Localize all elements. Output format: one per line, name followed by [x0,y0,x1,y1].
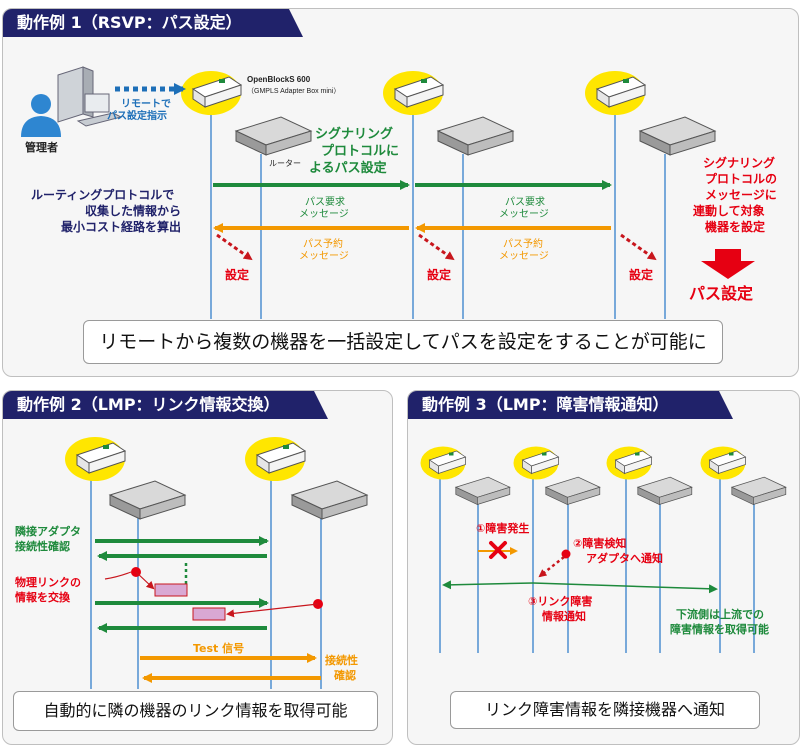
setting-label-1: 設定 [225,267,249,282]
panel3-title: 動作例 3（LMP：障害情報通知） [408,391,733,419]
reserve-line-1b: パス予約 [503,237,543,250]
router-icon [108,480,187,520]
timeline-lines [210,104,666,319]
adapter-box-icon [245,437,307,481]
router-icon [730,476,787,506]
router-icon [454,476,511,506]
router-icon [638,116,717,156]
setting-label-2: 設定 [427,267,451,282]
panel2-title: 動作例 2（LMP：リンク情報交換） [3,391,328,419]
right-note-line-5: 機器を設定 [705,219,765,234]
admin-label: 管理者 [25,140,58,154]
adapter-box-icon [181,71,243,115]
router-label: ルーター [269,159,301,168]
router-icon [290,480,369,520]
adapter-box-icon [585,71,647,115]
right-note-line-1: シグナリング [703,155,775,170]
computer-icon [57,66,123,127]
downstream-line-2: 障害情報を取得可能 [670,622,769,636]
step3-line-1: ③リンク障害 [528,594,592,608]
right-note-line-3: メッセージに [705,188,777,202]
physical-line-1: 物理リンクの [15,575,81,589]
device-subname: （GMPLS Adapter Box mini） [247,87,340,95]
request-line-1b: パス要求 [505,196,545,208]
adapter-box-icon [700,446,747,480]
adapter-box-icon [513,446,560,480]
reserve-line-2: メッセージ [299,250,349,262]
path-setting-label: パス設定 [689,284,753,303]
step1-label: ①障害発生 [476,521,529,535]
user-icon [21,94,61,137]
panel3-diagram: ①障害発生 ②障害検知 アダプタへ通知 ③リンク障害 情報通知 下流側は上流での… [420,446,787,653]
remote-line-1: リモートで [121,98,171,110]
lmp-link-exchange-panel: 動作例 2（LMP：リンク情報交換） [2,390,393,745]
link-fault-arrow-left [442,580,534,590]
link-fault-arrow-right [532,582,718,594]
panel1-caption: リモートから複数の機器を一括設定してパスを設定をすることが可能に [83,320,723,364]
fault-x-icon [489,541,507,559]
signaling-line-2: プロトコルに [321,144,399,159]
link-info-connector [104,571,132,580]
reserve-line-1: パス予約 [303,237,343,250]
router-icon [234,116,313,156]
step3-line-2: 情報通知 [542,609,586,623]
link-info-connector [135,571,155,590]
physical-line-2: 情報を交換 [15,590,71,604]
step2-line-1: ②障害検知 [573,536,626,550]
router-icon [544,476,601,506]
panel3-caption: リンク障害情報を隣接機器へ通知 [450,691,760,729]
step2-line-2: アダプタへ通知 [586,551,663,565]
signaling-line-1: シグナリング [315,126,393,142]
router-icon [636,476,693,506]
test-signal-label: Test 信号 [193,641,244,655]
rsvp-path-setting-panel: 動作例 1（RSVP：パス設定） [2,8,799,377]
right-note-line-4: 連動して対象 [693,203,765,218]
timeline-lines [439,473,755,653]
lmp-fault-notification-panel: 動作例 3（LMP：障害情報通知） [407,390,800,745]
setting-arrow [216,233,253,261]
router-icon [436,116,515,156]
connectivity-line-1: 接続性 [325,653,358,667]
big-down-arrow [701,249,755,279]
adjacency-line-1: 隣接アダプタ [15,524,81,538]
request-line-2b: メッセージ [499,208,549,220]
adjacency-line-2: 接続性確認 [15,539,70,553]
adapter-box-icon [420,446,467,480]
signaling-line-3: よるパス設定 [309,160,387,176]
request-line-2: メッセージ [299,208,349,220]
link-info-connector [226,603,319,618]
right-note-line-2: プロトコルの [705,171,777,186]
link-info-packet [192,607,226,621]
connectivity-line-2: 確認 [334,668,356,682]
link-info-packet [154,583,188,597]
routing-line-3: 最小コスト経路を算出 [61,219,181,234]
remote-line-2: パス設定指示 [107,109,167,122]
adapter-box-icon [383,71,445,115]
fault-detect-dot [561,549,571,559]
fault-notify-arrow [538,556,565,578]
setting-arrow [620,233,657,261]
panel2-caption: 自動的に隣の機器のリンク情報を取得可能 [13,691,378,731]
setting-label-3: 設定 [629,267,653,282]
routing-line-2: 収集した情報から [85,203,181,218]
reserve-line-2b: メッセージ [499,250,549,262]
downstream-line-1: 下流側は上流での [676,607,764,621]
panel2-diagram: 隣接アダプタ 接続性確認 物理リンクの 情報を交換 Test 信号 接続性 確認 [15,437,369,689]
panel1-title: 動作例 1（RSVP：パス設定） [3,9,303,37]
device-name: OpenBlockS 600 [247,75,311,84]
adapter-box-icon [65,437,127,481]
setting-arrow [418,233,455,261]
panel1-diagram: OpenBlockS 600 （GMPLS Adapter Box mini） … [21,66,777,319]
adapter-box-icon [606,446,653,480]
request-line-1: パス要求 [305,196,345,208]
routing-line-1: ルーティングプロトコルで [31,187,174,202]
